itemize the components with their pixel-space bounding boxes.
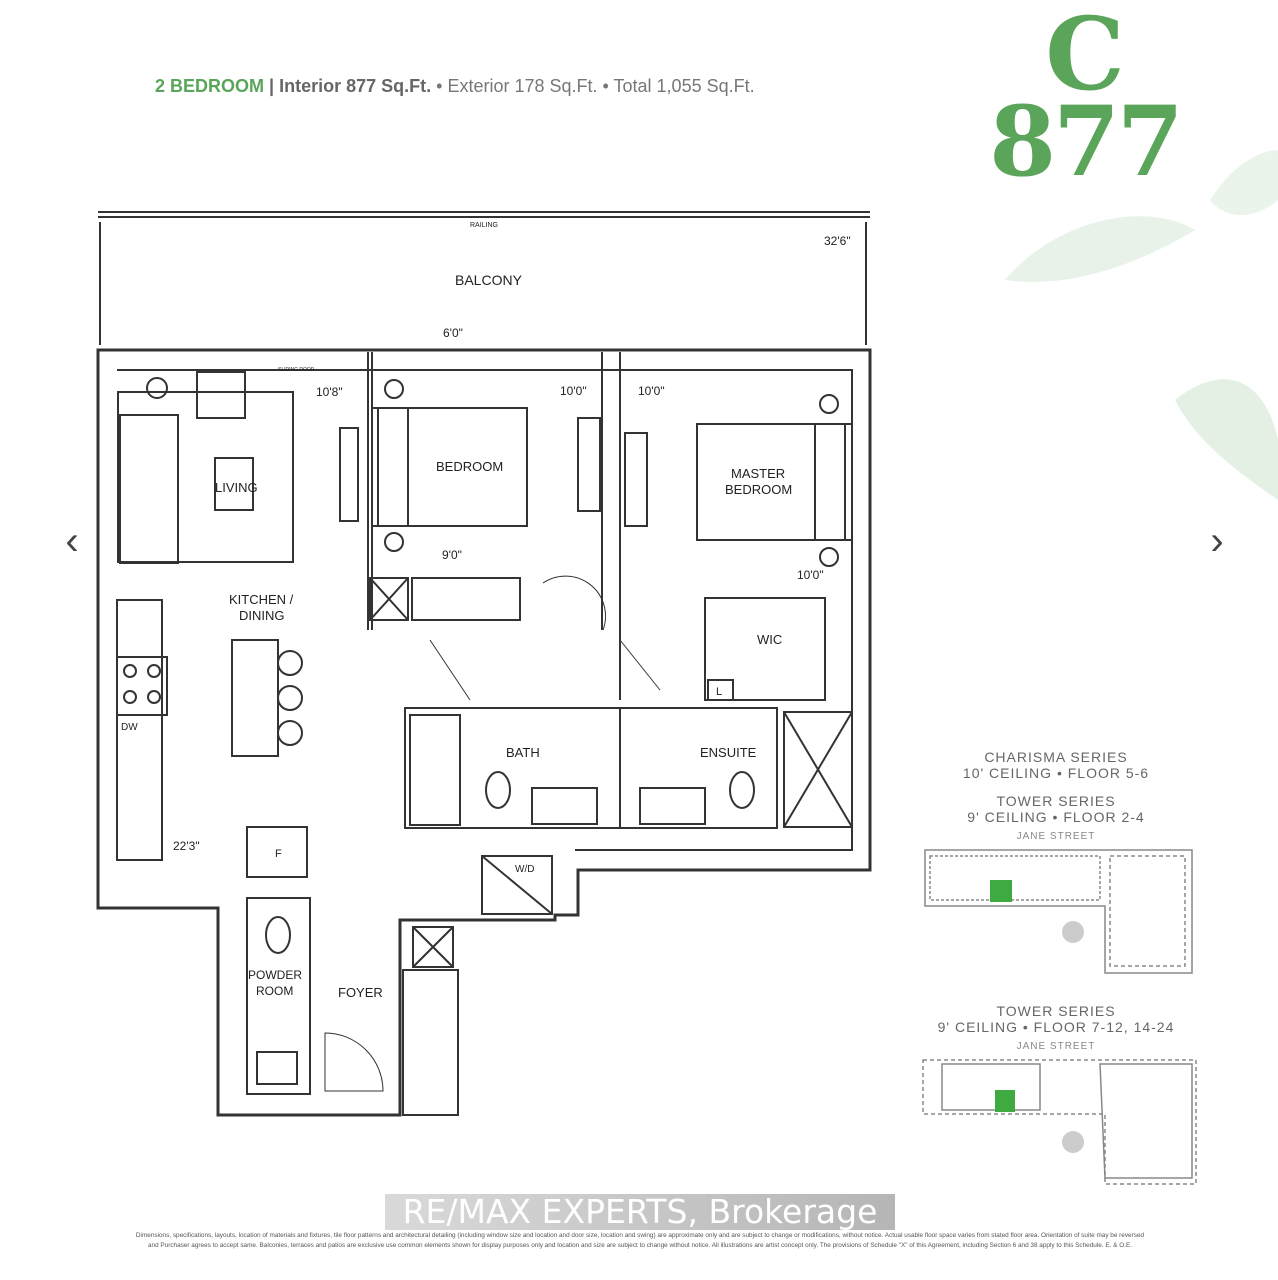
disclaimer-line-1: Dimensions, specifications, layouts, loc…: [135, 1232, 1145, 1239]
unit-summary: 2 BEDROOM | Interior 877 Sq.Ft. • Exteri…: [155, 76, 755, 97]
exterior-area: • Exterior 178 Sq.Ft.: [436, 76, 598, 96]
total-area: • Total 1,055 Sq.Ft.: [602, 76, 755, 96]
disclaimer-line-2: and Purchaser agrees to accept same. Bal…: [147, 1242, 1133, 1249]
powder-label-2: ROOM: [256, 984, 293, 998]
keyplan-series: TOWER SERIES: [996, 1003, 1116, 1019]
dim-9: 9'0": [442, 548, 462, 562]
wd-label: W/D: [515, 864, 534, 875]
master-label-2: BEDROOM: [725, 482, 792, 497]
railing-label: RAILING: [470, 222, 498, 229]
dim-balcony: 32'6": [824, 234, 851, 248]
dining-label: DINING: [239, 608, 285, 623]
dw-label: DW: [121, 722, 138, 733]
kitchen-label: KITCHEN /: [229, 592, 294, 607]
dim-bedroom: 10'0": [560, 384, 587, 398]
leaf-decoration: [1005, 150, 1278, 500]
master-label-1: MASTER: [731, 466, 785, 481]
street-label: JANE STREET: [1016, 1041, 1096, 1052]
ensuite-label: ENSUITE: [700, 745, 757, 760]
keyplan-2: [922, 1059, 1197, 1185]
street-label: JANE STREET: [1016, 831, 1096, 842]
suite-size: 877: [989, 85, 1183, 198]
dim-living: 10'8": [316, 385, 343, 399]
keyplan-series: CHARISMA SERIES: [984, 749, 1128, 765]
foyer-label: FOYER: [338, 985, 383, 1000]
living-label: LIVING: [215, 480, 258, 495]
keyplan-ceiling: 10' CEILING • FLOOR 5-6: [962, 765, 1150, 781]
suite-title: C 877: [980, 0, 1190, 198]
bedroom-count: 2 BEDROOM: [155, 76, 265, 96]
dim-master-2: 10'0": [797, 568, 824, 582]
bedroom-label: BEDROOM: [436, 459, 503, 474]
brokerage-watermark: RE/MAX EXPERTS, Brokerage: [385, 1194, 895, 1230]
sliding-door-label: SLIDING DOOR: [278, 367, 315, 373]
keyplan-series-2: TOWER SERIES: [996, 793, 1116, 809]
wic-label: WIC: [757, 632, 782, 647]
keyplan-2-caption: TOWER SERIES 9' CEILING • FLOOR 7-12, 14…: [922, 1003, 1190, 1055]
dim-6: 6'0": [443, 326, 463, 340]
keyplan-1-caption: CHARISMA SERIES 10' CEILING • FLOOR 5-6 …: [930, 749, 1182, 845]
fridge-label: F: [275, 848, 282, 860]
interior-area: Interior 877 Sq.Ft.: [279, 76, 432, 96]
previous-image-button[interactable]: ‹: [65, 519, 79, 563]
keyplan-ceiling-2: 9' CEILING • FLOOR 2-4: [967, 809, 1145, 825]
disclaimer: Dimensions, specifications, layouts, loc…: [40, 1231, 1240, 1251]
balcony-label: BALCONY: [455, 272, 523, 288]
dim-master: 10'0": [638, 384, 665, 398]
bath-label: BATH: [506, 745, 540, 760]
next-image-button[interactable]: ›: [1210, 519, 1224, 563]
dim-kitchen: 22'3": [173, 839, 200, 853]
keyplan-1: [924, 849, 1193, 974]
suite-letter: C: [1045, 0, 1125, 113]
separator: |: [269, 76, 275, 96]
powder-label-1: POWDER: [248, 968, 302, 982]
keyplan-ceiling: 9' CEILING • FLOOR 7-12, 14-24: [937, 1019, 1175, 1035]
linen-label: L: [716, 686, 722, 698]
